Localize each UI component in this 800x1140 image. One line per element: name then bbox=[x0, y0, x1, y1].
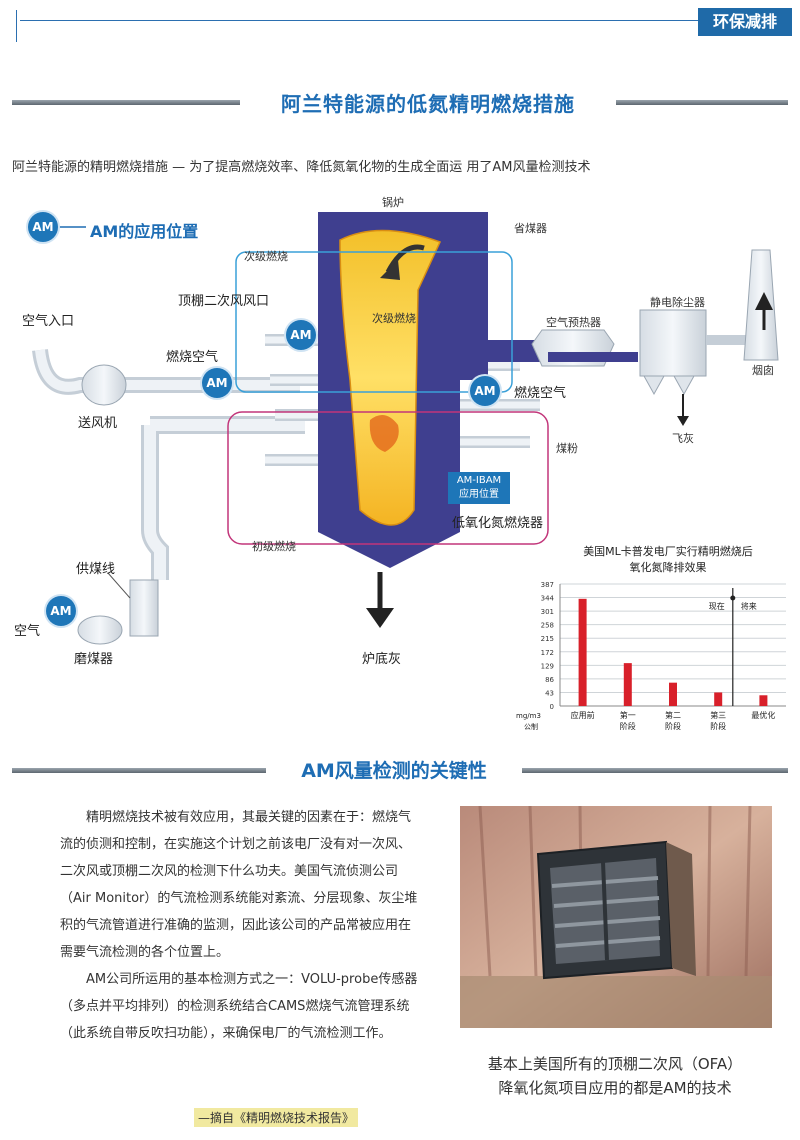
nox-bar-chart: 38734430125821517212986430应用前第一阶段第二阶段第三阶… bbox=[516, 581, 786, 731]
heading2-bar-left bbox=[12, 768, 266, 773]
mill-shape bbox=[77, 615, 123, 645]
x-tick-label: 阶段 bbox=[710, 721, 726, 731]
mill-column bbox=[129, 579, 159, 637]
label-fan: 送风机 bbox=[78, 416, 118, 431]
unit-label: mg/m3 bbox=[516, 712, 541, 720]
x-tick-label: 阶段 bbox=[620, 721, 636, 731]
y-tick-label: 0 bbox=[550, 703, 554, 711]
ibam-line1: AM-IBAM bbox=[456, 475, 502, 486]
section2-title: AM风量检测的关键性 bbox=[301, 760, 487, 782]
y-tick-label: 301 bbox=[541, 608, 554, 616]
am-badge-ofa: AM bbox=[286, 320, 316, 350]
chart-title: 美国ML卡普发电厂实行精明燃烧后 氧化氮降排效果 bbox=[536, 544, 800, 576]
annotation-future: 将来 bbox=[741, 601, 757, 611]
label-secondary-burn-inner: 次级燃烧 bbox=[372, 312, 416, 325]
source-citation: —摘自《精明燃烧技术报告》 bbox=[194, 1108, 359, 1127]
fan-shape bbox=[81, 364, 127, 406]
y-tick-label: 43 bbox=[545, 689, 554, 697]
x-tick-label: 最优化 bbox=[751, 710, 775, 720]
esp-shape bbox=[639, 309, 707, 377]
label-secondary-burn: 次级燃烧 bbox=[244, 250, 288, 263]
label-economizer: 省煤器 bbox=[514, 222, 547, 235]
am-badge-combustion-left: AM bbox=[202, 368, 232, 398]
header-rule bbox=[20, 20, 700, 21]
x-tick-label: 第三 bbox=[710, 710, 726, 720]
section2-heading: AM风量检测的关键性 bbox=[12, 756, 788, 784]
label-combustion-air-right: 燃烧空气 bbox=[514, 386, 567, 401]
paragraph-1: 精明燃烧技术被有效应用，其最关键的因素在于：燃烧气流的侦测和控制，在实施这个计划… bbox=[60, 810, 418, 960]
section-tag: 环保减排 bbox=[698, 8, 792, 36]
chart-bar bbox=[759, 695, 768, 706]
label-low-nox-burner: 低氧化氮燃烧器 bbox=[452, 516, 544, 531]
caption-line1: 基本上美国所有的顶棚二次风（OFA） bbox=[487, 1055, 743, 1073]
y-tick-label: 258 bbox=[541, 622, 554, 630]
y-tick-label: 387 bbox=[541, 581, 554, 589]
chart-title-line2: 氧化氮降排效果 bbox=[629, 561, 707, 574]
body-text: 精明燃烧技术被有效应用，其最关键的因素在于：燃烧气流的侦测和控制，在实施这个计划… bbox=[60, 804, 420, 1047]
primary-burn-zone bbox=[227, 411, 549, 545]
header-tick bbox=[16, 10, 17, 42]
x-tick-label: 阶段 bbox=[665, 721, 681, 731]
y-tick-label: 344 bbox=[541, 595, 555, 603]
x-tick-label: 应用前 bbox=[571, 710, 595, 720]
label-air: 空气 bbox=[14, 624, 41, 639]
label-combustion-air-left: 燃烧空气 bbox=[166, 350, 219, 365]
chart-bar bbox=[669, 682, 677, 706]
y-tick-label: 172 bbox=[541, 649, 554, 657]
heading-bar-right bbox=[616, 100, 788, 105]
y-tick-label: 215 bbox=[541, 635, 554, 643]
label-air-inlet: 空气入口 bbox=[22, 314, 75, 329]
chart-bar bbox=[714, 692, 723, 706]
paragraph-2: AM公司所运用的基本检测方式之一：VOLU-probe传感器（多点并平均排列）的… bbox=[60, 972, 418, 1041]
secondary-burn-zone bbox=[235, 251, 513, 393]
y-tick-label: 86 bbox=[545, 676, 554, 684]
chart-title-line1: 美国ML卡普发电厂实行精明燃烧后 bbox=[583, 545, 753, 558]
label-ofa-port: 顶棚二次风风口 bbox=[178, 294, 270, 309]
unit-label: 公制 bbox=[524, 722, 538, 731]
chart-bar bbox=[578, 598, 587, 706]
label-esp: 静电除尘器 bbox=[650, 296, 705, 309]
section1-heading: 阿兰特能源的低氮精明燃烧措施 bbox=[12, 88, 788, 116]
label-mill: 磨煤器 bbox=[74, 652, 114, 667]
divider-dot bbox=[730, 595, 736, 601]
label-fly-ash: 飞灰 bbox=[672, 432, 694, 445]
flue-duct bbox=[460, 340, 550, 362]
am-badge-combustion-right: AM bbox=[470, 376, 500, 406]
am-badge-mill: AM bbox=[46, 596, 76, 626]
annotation-now: 现在 bbox=[709, 601, 725, 611]
section1-intro: 阿兰特能源的精明燃烧措施 — 为了提高燃烧效率、降低氮氧化物的生成全面运 用了A… bbox=[12, 160, 591, 175]
label-bottom-ash: 炉底灰 bbox=[362, 652, 402, 667]
am-badge-legend: AM bbox=[28, 212, 58, 242]
label-chimney: 烟囱 bbox=[752, 364, 774, 377]
label-coal-powder: 煤粉 bbox=[556, 442, 578, 455]
ibam-badge: AM-IBAM 应用位置 bbox=[448, 472, 510, 504]
heading2-bar-right bbox=[522, 768, 788, 773]
caption-line2: 降氧化氮项目应用的都是AM的技术 bbox=[498, 1079, 732, 1097]
am-legend-label: AM的应用位置 bbox=[90, 222, 199, 241]
flame-zone bbox=[339, 229, 442, 526]
heading-bar-left bbox=[12, 100, 240, 105]
label-air-preheater: 空气预热器 bbox=[546, 316, 601, 329]
y-tick-label: 129 bbox=[541, 662, 554, 670]
section1-title: 阿兰特能源的低氮精明燃烧措施 bbox=[281, 92, 575, 116]
chart-bar bbox=[623, 663, 632, 706]
x-tick-label: 第二 bbox=[665, 710, 681, 720]
photo-caption: 基本上美国所有的顶棚二次风（OFA） 降氧化氮项目应用的都是AM的技术 bbox=[440, 1052, 790, 1100]
label-boiler: 锅炉 bbox=[382, 196, 404, 209]
label-primary-burn: 初级燃烧 bbox=[252, 540, 296, 553]
x-tick-label: 第一 bbox=[620, 710, 636, 720]
ibam-line2: 应用位置 bbox=[459, 489, 499, 500]
ofa-port-photo bbox=[460, 806, 772, 1028]
label-coal-feed: 供煤线 bbox=[76, 562, 116, 577]
